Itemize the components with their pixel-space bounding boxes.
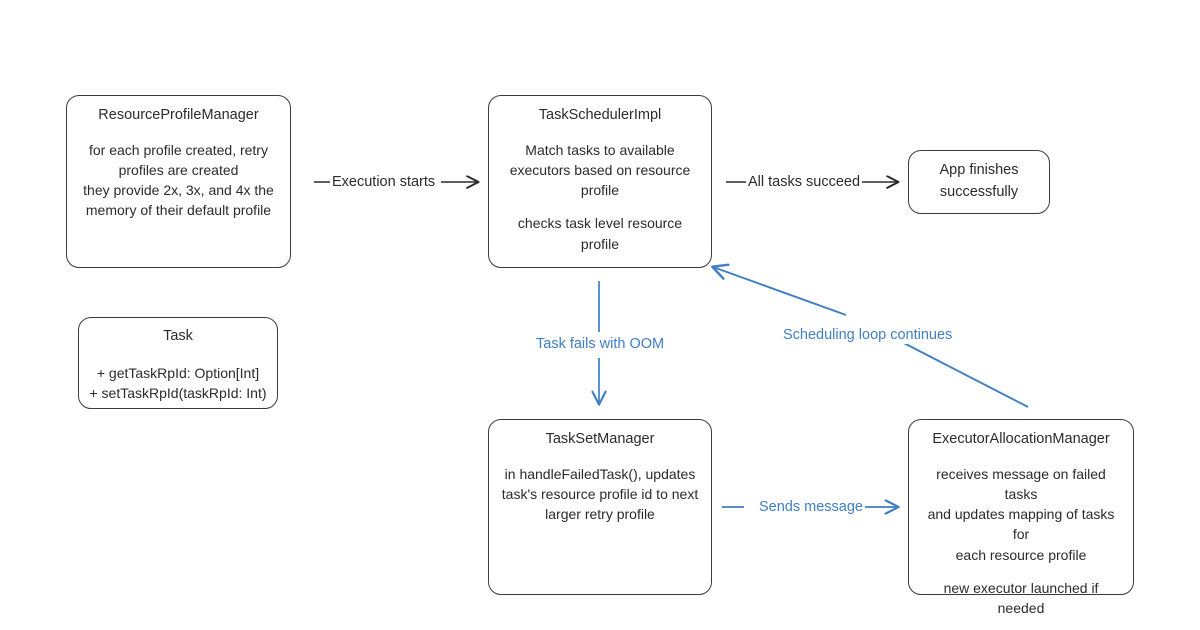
node-body: Match tasks to available executors based…	[499, 140, 701, 201]
node-title: TaskSchedulerImpl	[538, 107, 662, 123]
node-body-line: new executor launched if needed	[943, 580, 1099, 617]
edge-label-sends-message: Sends message	[757, 499, 865, 517]
node-body-line: they provide 2x, 3x, and 4x the	[83, 182, 274, 199]
node-body-line: each resource profile	[955, 546, 1087, 563]
node-body-line: profiles are created	[118, 161, 239, 178]
edge-label-scheduling-loop-continues: Scheduling loop continues	[781, 327, 955, 345]
node-app-finishes[interactable]: App finishes successfully	[908, 150, 1050, 214]
node-body-line: in handleFailedTask(), updates	[504, 465, 696, 482]
node-task[interactable]: Task + getTaskRpId: Option[Int] + setTas…	[78, 317, 278, 409]
node-body-line: and updates mapping of tasks for	[927, 506, 1115, 543]
node-body-line: profile	[580, 182, 620, 199]
node-body-line: + setTaskRpId(taskRpId: Int)	[89, 384, 267, 401]
edge-scheduling-loop-continues	[713, 267, 1029, 408]
node-body-line: + getTaskRpId: Option[Int]	[96, 364, 260, 381]
node-body: App finishes successfully	[909, 151, 1049, 213]
node-title: TaskSetManager	[545, 431, 655, 447]
node-body: in handleFailedTask(), updates task's re…	[499, 464, 701, 525]
node-body-line: receives message on failed tasks	[936, 465, 1106, 502]
node-body: for each profile created, retry profiles…	[77, 140, 280, 221]
node-resource-profile-manager[interactable]: ResourceProfileManager for each profile …	[66, 95, 291, 268]
edge-label-all-tasks-succeed: All tasks succeed	[746, 174, 863, 192]
edge-label-execution-starts: Execution starts	[330, 174, 438, 192]
node-body: + getTaskRpId: Option[Int] + setTaskRpId…	[89, 363, 267, 404]
node-title: Task	[163, 328, 193, 344]
node-body-line: App finishes	[939, 162, 1019, 179]
node-title: ResourceProfileManager	[98, 107, 259, 123]
node-task-scheduler-impl[interactable]: TaskSchedulerImpl Match tasks to availab…	[488, 95, 712, 268]
node-body-line: successfully	[939, 184, 1019, 200]
node-executor-allocation-manager[interactable]: ExecutorAllocationManager receives messa…	[908, 419, 1134, 616]
node-body-line: memory of their default profile	[85, 202, 272, 219]
node-title: ExecutorAllocationManager	[932, 431, 1110, 447]
node-body-line: for each profile created, retry	[89, 141, 268, 158]
node-body: receives message on failed tasks and upd…	[919, 464, 1123, 565]
node-body-line: executors based on resource	[509, 161, 691, 178]
node-task-set-manager[interactable]: TaskSetManager in handleFailedTask(), up…	[488, 419, 712, 595]
node-body-secondary: checks task level resource profile	[499, 213, 701, 254]
node-body-secondary: new executor launched if needed	[919, 578, 1123, 619]
node-body-line: task's resource profile id to next	[501, 485, 699, 502]
node-body-line: Match tasks to available	[525, 141, 675, 158]
edge-label-task-fails-with-oom: Task fails with OOM	[534, 336, 667, 354]
node-body-line: larger retry profile	[545, 506, 655, 523]
node-body-line: checks task level resource profile	[517, 215, 683, 252]
